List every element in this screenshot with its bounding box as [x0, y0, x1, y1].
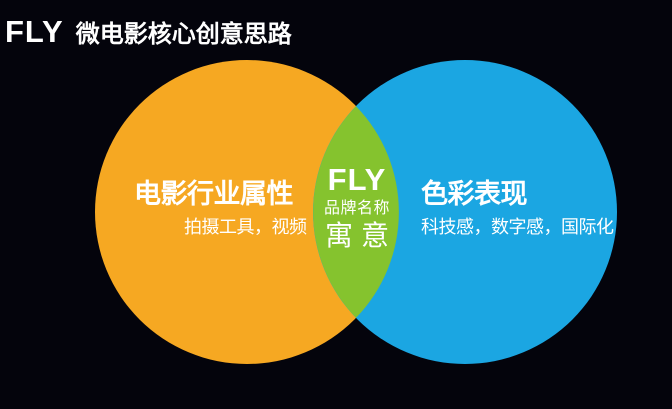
- intersection-labels: FLY 品牌名称 寓意: [296, 164, 418, 252]
- intersection-meaning: 寓意: [324, 219, 397, 252]
- left-circle: [95, 60, 399, 364]
- slide-title: FLY 微电影核心创意思路: [5, 16, 292, 47]
- intersection-lens: [313, 106, 399, 318]
- intersection-brand: FLY: [327, 162, 387, 197]
- left-circle-title: 电影行业属性: [134, 179, 294, 209]
- title-text: 微电影核心创意思路: [75, 21, 292, 48]
- right-circle-subtitle: 科技感，数字感，国际化: [421, 217, 614, 237]
- left-circle-subtitle: 拍摄工具，视频: [184, 217, 307, 237]
- title-brand-text: FLY: [5, 14, 64, 49]
- right-circle-title: 色彩表现: [421, 179, 528, 209]
- right-circle: [313, 60, 617, 364]
- intersection-label: 品牌名称: [323, 200, 390, 217]
